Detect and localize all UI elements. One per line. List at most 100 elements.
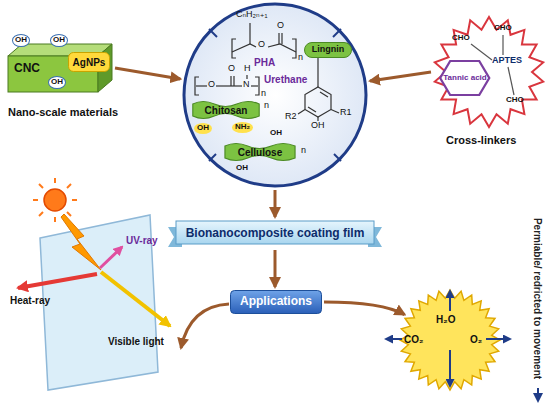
chitosan-chain-shape-part [193,102,259,119]
polymer-circle-shape-part-part [251,85,258,86]
label-text: OH [50,34,68,47]
label-text: n [261,89,266,99]
label-text: n [301,146,306,156]
polymer-circle-shape-part [184,4,366,186]
gas-permeability-burst-shape-part-part [386,338,402,340]
silver-nanoparticle-box-shape-part [69,53,110,72]
crosslinker-star-shape-part-part [502,35,503,55]
label-text: R2 [285,112,297,122]
label-text: OH [12,34,30,47]
text-holder: Cellulose [222,142,298,162]
node-text: APTES [492,56,522,66]
flow-arrow [324,302,405,315]
label-text: O [258,40,265,50]
sun-icon-part-part [72,199,77,201]
coating-film-banner-shape-part [176,221,374,244]
crosslinker-star-shape-part-part [471,44,492,60]
sun-icon [33,178,77,222]
polymer-circle-shape-part-part [320,92,328,97]
node-text: Cellulose [238,147,282,158]
sun-icon-part [33,178,77,222]
label-text: O [208,80,215,90]
gas-permeability-burst-shape-part [386,291,510,386]
label-text: Nano-scale materials [8,106,118,118]
polymer-circle-shape-part-part [246,75,247,79]
label-text: CHO [452,34,470,43]
gas-permeability-burst: H₂OCO₂O₂ [398,288,502,392]
label-text: CHO [506,96,524,105]
polymer-circle-shape-part-part [298,110,305,115]
polymer-circle-shape-part-part [305,87,331,117]
sun-icon-part-part [54,178,56,183]
label-text: UV-ray [126,235,158,246]
polymer-circle-shape-part-part [334,154,341,161]
label-text: OH [48,76,66,89]
lignin-bar-shape-part [305,43,352,58]
polymer-circle-shape-part-part [278,33,279,44]
polymer-circle: PHAUrethaneLingninChitosanCellulose [182,2,368,188]
polymer-circle-shape-part [195,23,339,121]
gas-permeability-burst-shape-part-part [486,338,510,340]
chitosan-chain: Chitosan [190,100,262,120]
vertical-note: Permiable/ redricted to movement [532,217,543,378]
label-text: Cross-linkers [446,134,516,146]
polymer-circle-shape-part-part [331,110,339,114]
node-text: Chitosan [205,105,248,116]
movement-arrow [537,388,539,401]
sun-icon-part-part [39,184,43,188]
label-text: n [298,53,303,63]
polymer-circle-shape-part-part [216,85,242,86]
polymer-circle-shape-part-part [230,76,231,86]
sun-icon-part-part [67,212,71,216]
light-bolt [61,214,101,270]
tannic-acid-hexagon: Tannic acid [439,60,490,96]
polymer-circle-shape-part-part [232,44,256,52]
label-text: n [264,101,269,111]
polymer-circle-shape-part-part [308,107,316,112]
node-text: H₂O [436,314,455,325]
polymer-circle-shape-part-part [255,77,259,95]
label-text: Heat-ray [10,295,50,306]
label-text: O [277,21,284,31]
polymer-circle-shape-part-part [317,58,318,87]
flow-arrow [274,250,277,287]
label-text: N [243,80,250,90]
lignin-bar: Lingnin [304,42,352,58]
node-text: Bionanocomposite coating film [186,227,365,240]
label-text: OH [194,123,212,134]
label-text: NH₂ [232,122,253,133]
sun-icon-part-part [54,217,56,222]
application-arrow [181,304,229,348]
sun-icon-part-part [67,184,71,188]
polymer-circle-shape-part-part [209,154,216,161]
text-holder: Applications [230,290,322,314]
text-holder: Bionanocomposite coating film [168,220,382,248]
text-holder: Tannic acid [439,60,490,96]
label-text: O [228,64,235,74]
polymer-circle-shape-part-part [233,76,234,86]
crosslinker-star-shape-part-part [508,67,514,95]
node-text: PHA [254,57,275,68]
heat-ray-arrow [18,274,97,288]
crosslinker-star-shape-part [435,17,543,127]
node-text: Tannic acid [443,74,486,83]
label-text: OH [311,121,325,131]
node-text: Lingnin [312,45,345,55]
sun-icon-part-part [33,199,38,201]
label-text: OH [270,129,282,138]
silver-nanoparticle-box: AgNPs [68,52,110,72]
gas-permeability-burst-shape-part-part [449,350,451,386]
polymer-circle-shape-part-part [232,39,236,58]
node-text: AgNPs [73,57,106,68]
node-text: Applications [240,295,312,308]
flow-arrow [115,68,180,79]
text-holder: AgNPs [68,52,110,72]
label-text: CHO [494,24,512,33]
sun-icon-part [44,189,66,211]
text-holder: Lingnin [304,42,352,58]
label-text: CₙH₂ₙ₊₁ [236,10,267,20]
flow-arrow [370,72,431,81]
node-text: O₂ [470,334,482,345]
polymer-circle-shape-part-part [292,39,296,58]
